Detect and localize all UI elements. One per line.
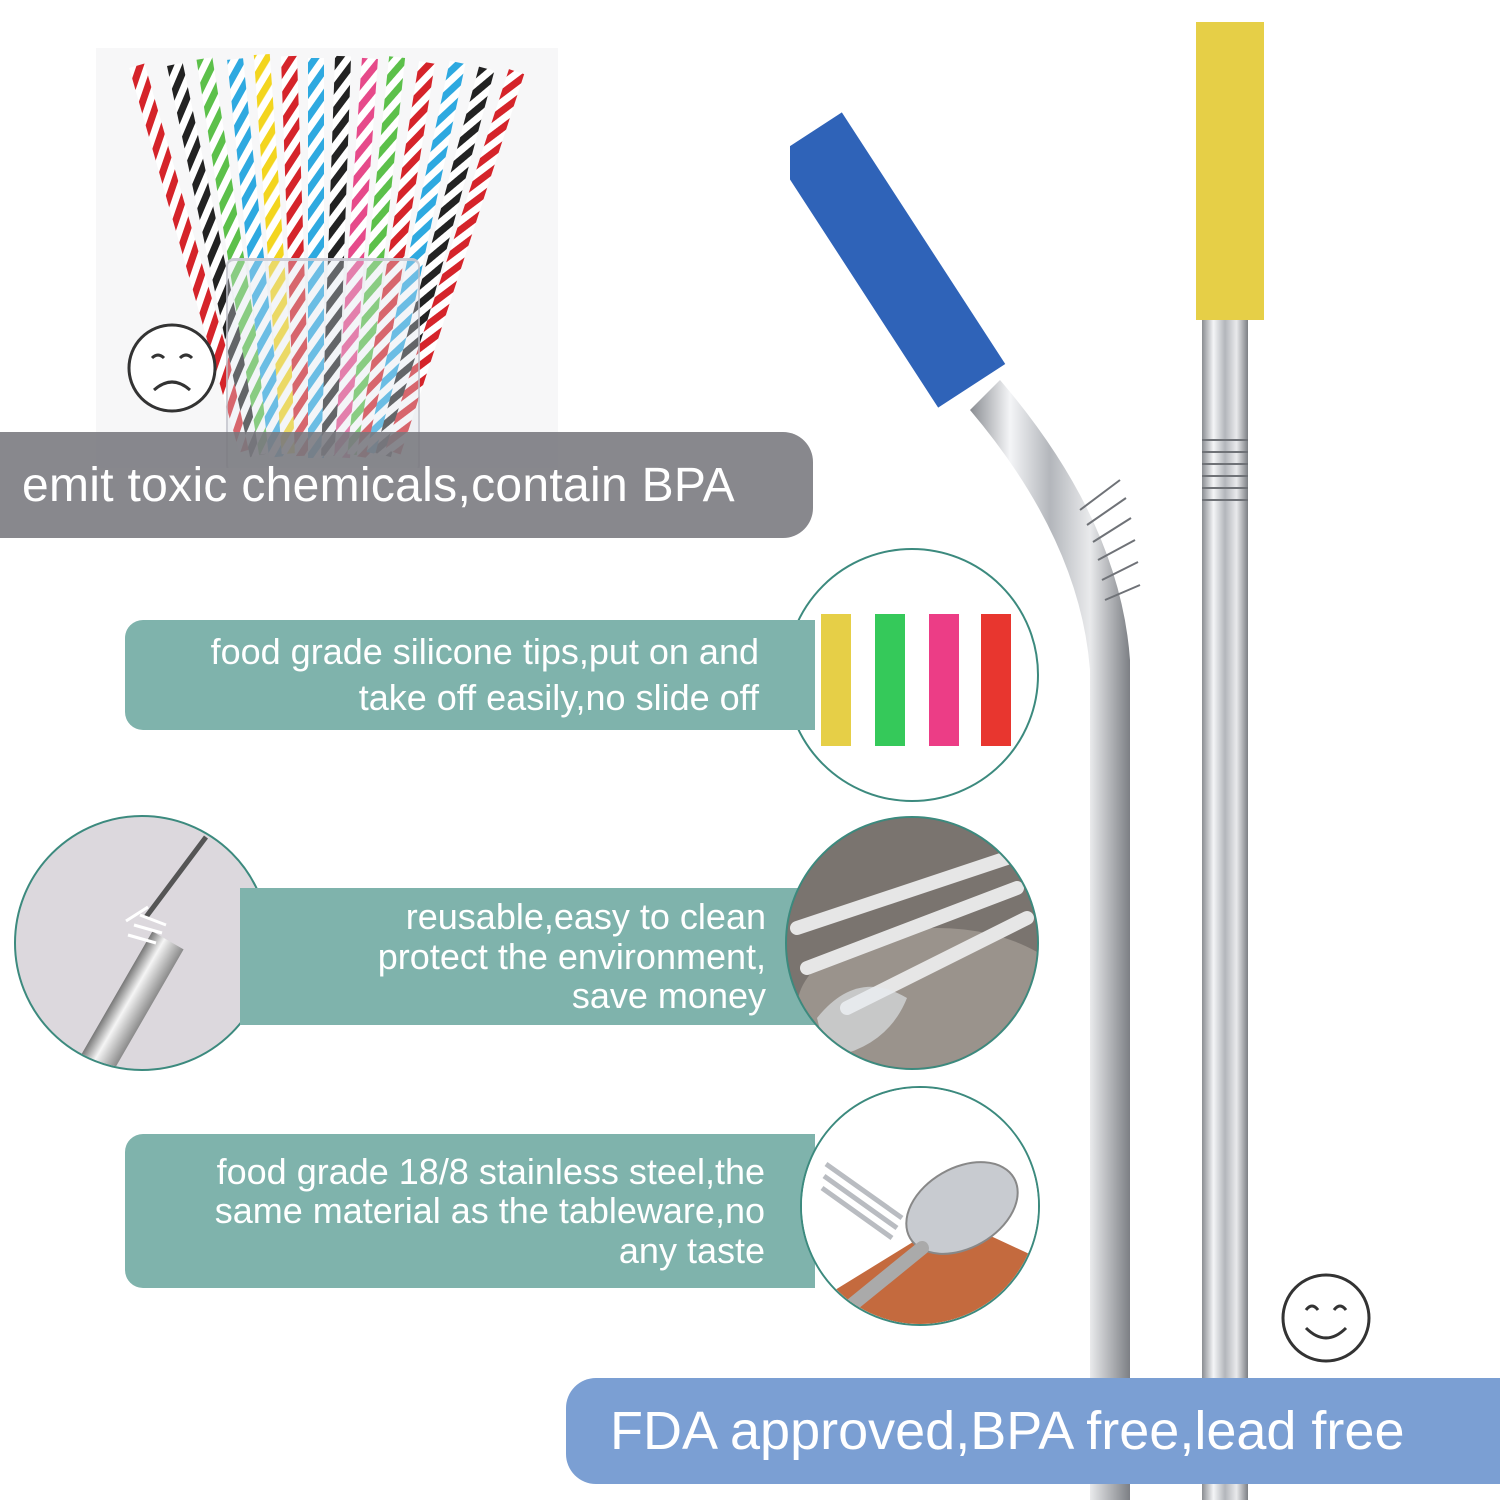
stainless-steel-line3: any taste — [618, 1229, 765, 1271]
stainless-steel-banner: food grade 18/8 stainless steel,the same… — [125, 1134, 815, 1288]
tableware-photo — [800, 1086, 1040, 1326]
stainless-steel-line2: same material as the tableware,no — [214, 1190, 765, 1232]
approval-text: FDA approved,BPA free,lead free — [610, 1401, 1405, 1461]
silicone-tips-banner: food grade silicone tips,put on and take… — [125, 620, 815, 730]
silicone-tips-line1: food grade silicone tips,put on and — [210, 631, 759, 673]
sad-face-icon — [126, 322, 218, 414]
stainless-steel-line1: food grade 18/8 stainless steel,the — [216, 1150, 765, 1192]
steel-straws-illustration — [790, 22, 1264, 1500]
blue-silicone-tip — [790, 112, 1006, 408]
plastic-warning-text: emit toxic chemicals,contain BPA — [22, 458, 735, 512]
plastic-warning-banner: emit toxic chemicals,contain BPA — [0, 432, 813, 538]
cleaning-brush-photo — [14, 815, 270, 1071]
plastic-straws-photo — [96, 48, 558, 468]
reusable-banner: reusable,easy to clean protect the envir… — [240, 888, 818, 1025]
silicone-tips-line2: take off easily,no slide off — [358, 677, 759, 718]
happy-face-icon — [1280, 1272, 1372, 1364]
silicone-tips-photo — [785, 548, 1039, 802]
yellow-silicone-tip — [1196, 22, 1264, 320]
reusable-line1: reusable,easy to clean — [405, 896, 766, 938]
reusable-line2: protect the environment, — [377, 935, 766, 977]
approval-banner: FDA approved,BPA free,lead free — [566, 1378, 1500, 1484]
washing-straws-photo — [785, 816, 1039, 1070]
reusable-line3: save money — [571, 975, 766, 1017]
